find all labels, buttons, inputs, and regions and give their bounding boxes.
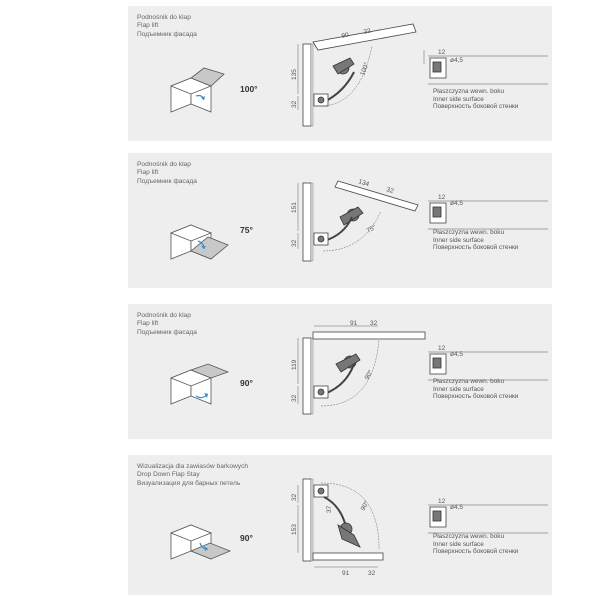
dim-side-thickness: 12 [438, 345, 446, 352]
dim-height: 119 [291, 359, 298, 370]
cabinet-box-icon [169, 224, 229, 260]
panel-flap-lift-90: Podnośnik do klap Flap lift Подъемник фа… [128, 304, 552, 439]
surface-caption: Płaszczyzna wewn. boku Inner side surfac… [433, 378, 518, 401]
dim-side-thickness: 12 [438, 194, 446, 201]
panel-flap-lift-100: Podnośnik do klap Flap lift Подъемник фа… [128, 6, 552, 141]
panel-title: Podnośnik do klap Flap lift Подъемник фа… [137, 161, 197, 186]
dim-width: 91 [350, 320, 358, 327]
surface-caption: Płaszczyzna wewn. boku Inner side surfac… [433, 229, 518, 252]
surface-line-en: Inner side surface [433, 385, 484, 393]
surface-caption: Płaszczyzna wewn. boku Inner side surfac… [433, 533, 518, 556]
dim-height: 135 [291, 69, 298, 80]
title-line-ru: Подъемник фасада [137, 177, 197, 185]
surface-line-en: Inner side surface [433, 236, 484, 244]
title-line-pl: Wizualizacja dla zawiasów barkowych [137, 463, 249, 470]
dim-hole-diameter: ø4,5 [450, 351, 463, 358]
title-line-pl: Podnośnik do klap [137, 14, 191, 21]
dim-radius: 37 [326, 505, 333, 513]
surface-line-en: Inner side surface [433, 540, 484, 548]
dim-hole-diameter: ø4,5 [450, 200, 463, 207]
opening-angle-label: 100° [240, 84, 258, 94]
title-line-en: Drop Down Flap Stay [137, 471, 200, 479]
surface-line-en: Inner side surface [433, 95, 484, 103]
dim-hole-diameter: ø4,5 [450, 504, 463, 511]
technical-drawing: 135 32 90 32 100° 12 ø4,5 [291, 23, 548, 127]
opening-angle-label: 75° [240, 225, 253, 235]
dim-width: 90 [341, 32, 350, 40]
dim-offset: 32 [291, 493, 298, 501]
dim-thickness: 32 [385, 186, 394, 195]
opening-angle-label: 90° [240, 533, 253, 543]
surface-line-pl: Płaszczyzna wewn. boku [433, 88, 505, 95]
surface-caption: Płaszczyzna wewn. boku Inner side surfac… [433, 88, 518, 111]
dim-offset: 32 [291, 394, 298, 402]
title-line-en: Flap lift [137, 320, 159, 328]
panel-title: Podnośnik do klap Flap lift Подъемник фа… [137, 14, 197, 39]
title-line-ru: Подъемник фасада [137, 328, 197, 336]
cabinet-box-icon [169, 363, 230, 405]
dim-arc: 90° [363, 368, 375, 381]
title-line-ru: Визуализация для барных петель [137, 479, 241, 487]
technical-drawing: 119 32 91 32 90° 12 ø4,5 [291, 320, 548, 415]
dim-width: 91 [342, 570, 350, 577]
panel-title: Podnośnik do klap Flap lift Подъемник фа… [137, 312, 197, 337]
dim-thickness: 32 [368, 570, 376, 577]
surface-line-pl: Płaszczyzna wewn. boku [433, 229, 505, 236]
cabinet-box-icon [169, 67, 225, 113]
technical-drawing: 151 32 134 32 75° 12 ø4,5 [291, 178, 548, 262]
dim-hole-diameter: ø4,5 [450, 57, 463, 64]
surface-line-ru: Поверхность боковой стенки [433, 103, 519, 111]
dim-width: 134 [357, 178, 370, 188]
dim-height: 153 [291, 524, 298, 535]
title-line-en: Flap lift [137, 22, 159, 30]
dim-arc: 100° [358, 61, 370, 77]
title-line-pl: Podnośnik do klap [137, 161, 191, 168]
dim-thickness: 32 [363, 28, 372, 36]
dim-thickness: 32 [370, 320, 378, 327]
surface-line-ru: Поверхность боковой стенки [433, 393, 519, 401]
dim-height: 151 [291, 202, 298, 213]
opening-angle-label: 90° [240, 378, 253, 388]
dim-arc: 75° [365, 223, 378, 235]
title-line-pl: Podnośnik do klap [137, 312, 191, 319]
panel-flap-lift-75: Podnośnik do klap Flap lift Подъемник фа… [128, 153, 552, 288]
title-line-en: Flap lift [137, 169, 159, 177]
dim-arc: 90° [359, 499, 371, 512]
technical-drawing: 32 153 37 91 32 90° 12 ø4,5 [291, 478, 548, 577]
cabinet-box-icon [169, 524, 232, 560]
dim-offset: 32 [291, 100, 298, 108]
surface-line-ru: Поверхность боковой стенки [433, 244, 519, 252]
surface-line-pl: Płaszczyzna wewn. boku [433, 378, 505, 385]
surface-line-ru: Поверхность боковой стенки [433, 548, 519, 556]
panel-drop-down-flap-stay: Wizualizacja dla zawiasów barkowych Drop… [128, 455, 552, 595]
title-line-ru: Подъемник фасада [137, 30, 197, 38]
dim-side-thickness: 12 [438, 498, 446, 505]
dim-offset: 32 [291, 239, 298, 247]
surface-line-pl: Płaszczyzna wewn. boku [433, 533, 505, 540]
panel-title: Wizualizacja dla zawiasów barkowych Drop… [137, 463, 248, 488]
dim-side-thickness: 12 [438, 49, 446, 56]
